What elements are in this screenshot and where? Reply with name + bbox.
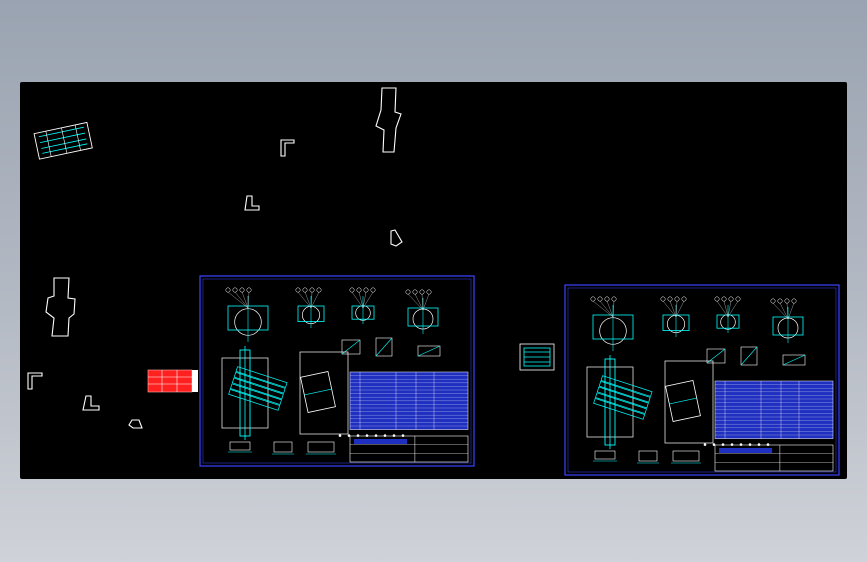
title-block (349, 435, 469, 463)
title-block (714, 444, 834, 472)
cad-model-space[interactable] (20, 82, 847, 479)
red-highlighted-block[interactable] (147, 369, 198, 393)
parts-list-table (349, 371, 469, 430)
top-view-4 (405, 289, 439, 334)
block-profile-outline[interactable] (244, 195, 260, 211)
detail-view-1 (341, 339, 361, 355)
sheet-frame (199, 275, 475, 467)
stepped-shaft-outline-top[interactable] (375, 87, 402, 153)
side-assembly-view (299, 351, 349, 435)
sheet-inner-frame (202, 278, 472, 464)
parts-list-table (714, 380, 834, 439)
top-view-2 (295, 287, 325, 328)
rotated-assembly-thumbnail[interactable] (33, 121, 93, 160)
detail-view-2 (375, 337, 393, 357)
bottom-detail-1 (594, 450, 616, 460)
sheet-inner-frame (567, 287, 837, 473)
bottom-detail-2 (638, 450, 658, 462)
main-assembly-view (221, 346, 288, 440)
bottom-detail-3 (672, 450, 700, 462)
assembly-sheet-2[interactable] (564, 284, 840, 476)
top-view-1 (225, 287, 269, 342)
top-view-3 (714, 296, 741, 333)
bottom-detail-3 (307, 441, 335, 453)
small-assembly-thumbnail[interactable] (519, 343, 555, 371)
top-view-3 (349, 287, 376, 324)
assembly-sheet-1[interactable] (199, 275, 475, 467)
top-view-2 (660, 296, 690, 337)
top-view-1 (590, 296, 634, 351)
detail-view-3 (417, 345, 441, 357)
cam-profile-outline[interactable] (128, 419, 143, 429)
side-assembly-view (664, 360, 714, 444)
top-view-4 (770, 298, 804, 343)
cad-drawing-viewport[interactable] (20, 82, 847, 479)
angle-bracket-outline-top[interactable] (280, 139, 295, 157)
angle-bracket-outline-left[interactable] (27, 372, 43, 390)
wedge-profile-outline[interactable] (390, 229, 403, 247)
main-assembly-view (586, 355, 653, 449)
bottom-detail-2 (273, 441, 293, 453)
stepped-shaft-outline-left[interactable] (45, 277, 76, 337)
detail-view-1 (706, 348, 726, 364)
bottom-detail-1 (229, 441, 251, 451)
detail-view-2 (740, 346, 758, 366)
step-block-outline-left[interactable] (82, 395, 100, 411)
detail-view-3 (782, 354, 806, 366)
sheet-frame (564, 284, 840, 476)
